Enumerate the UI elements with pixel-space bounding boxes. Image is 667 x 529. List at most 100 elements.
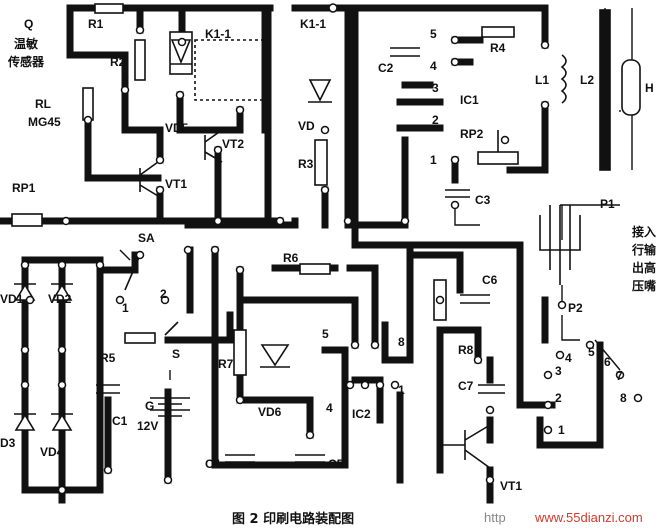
label-k1-1-relay: K1-1 bbox=[205, 27, 231, 41]
label-vd6: VD6 bbox=[258, 405, 282, 419]
label-g: G bbox=[145, 399, 154, 413]
label-r2: R2 bbox=[110, 55, 126, 69]
label-vd: VD bbox=[298, 119, 315, 133]
label-r1: R1 bbox=[88, 17, 104, 31]
label-vt2: VT2 bbox=[222, 137, 244, 151]
diode-vd5 bbox=[169, 31, 193, 75]
label-r3: R3 bbox=[298, 157, 314, 171]
label-vd2: VD2 bbox=[48, 292, 72, 306]
label-pin-2-top: 2 bbox=[432, 113, 439, 127]
capacitor-c5 bbox=[295, 454, 325, 463]
resistor-r3 bbox=[314, 139, 328, 186]
switch-s bbox=[164, 321, 179, 336]
label-q: Q bbox=[24, 17, 33, 31]
label-12v: 12V bbox=[137, 419, 158, 433]
label-p2-pin-4: 4 bbox=[565, 351, 572, 365]
resistor-r4 bbox=[481, 26, 515, 38]
resistor-r5 bbox=[124, 332, 156, 344]
label-ic2: IC2 bbox=[352, 407, 371, 421]
resistor-r1 bbox=[94, 3, 124, 14]
component-labels: R1 K1-1 K1-1 Q 温敏 传感器 R2 RL MG45 VD5 VT2… bbox=[0, 17, 657, 493]
label-rp1: RP1 bbox=[12, 181, 36, 195]
label-ic2-pin-5: 5 bbox=[322, 327, 329, 341]
label-h: H bbox=[645, 81, 654, 95]
label-p1: P1 bbox=[600, 197, 615, 211]
label-vd3: D3 bbox=[0, 436, 16, 450]
label-p2-pin-1: 1 bbox=[558, 423, 565, 437]
diode-vd4 bbox=[51, 413, 73, 431]
inductor-l1 bbox=[560, 54, 567, 104]
label-p2-pin-5: 5 bbox=[588, 345, 595, 359]
diode-vd6 bbox=[260, 344, 290, 368]
label-c3: C3 bbox=[475, 193, 491, 207]
label-c6: C6 bbox=[482, 273, 498, 287]
label-rl: RL bbox=[35, 97, 51, 111]
label-switch-1: 1 bbox=[122, 301, 129, 315]
inductor-l2 bbox=[599, 9, 611, 171]
label-l1: L1 bbox=[535, 73, 549, 87]
switch-sa bbox=[124, 254, 141, 291]
label-temp-sensor-2: 传感器 bbox=[7, 54, 45, 69]
label-vt1-bottom: VT1 bbox=[500, 479, 522, 493]
label-p2-pin-2: 2 bbox=[555, 391, 562, 405]
label-p2-pin-6: 6 bbox=[604, 355, 611, 369]
resistor-r2 bbox=[134, 39, 146, 81]
capacitor-c6 bbox=[460, 294, 490, 304]
led-vd bbox=[308, 79, 332, 103]
label-r5: R5 bbox=[100, 351, 116, 365]
connector-p1 bbox=[539, 205, 581, 285]
components bbox=[11, 3, 641, 469]
transistor-vt1-top bbox=[139, 161, 159, 197]
label-r7: R7 bbox=[218, 357, 234, 371]
label-ic2-pin-4: 4 bbox=[326, 401, 333, 415]
label-r8: R8 bbox=[458, 343, 474, 357]
relay-k1 bbox=[194, 39, 266, 101]
label-r4: R4 bbox=[490, 41, 506, 55]
label-r6: R6 bbox=[283, 251, 299, 265]
label-input-1: 接入 bbox=[632, 224, 656, 239]
label-rp2: RP2 bbox=[460, 127, 484, 141]
watermark-prefix: http bbox=[484, 510, 506, 525]
label-vt1-top: VT1 bbox=[165, 177, 187, 191]
label-sa: SA bbox=[138, 231, 155, 245]
label-input-3: 出高 bbox=[632, 260, 656, 275]
label-c7: C7 bbox=[458, 379, 474, 393]
label-c1: C1 bbox=[112, 414, 128, 428]
potentiometer-rp1 bbox=[11, 213, 43, 227]
label-c5: C5 bbox=[328, 457, 344, 471]
label-p2-pin-8: 8 bbox=[620, 391, 627, 405]
lamp-h bbox=[621, 59, 641, 116]
diode-vd2 bbox=[51, 283, 73, 301]
label-vd4: VD4 bbox=[40, 445, 64, 459]
label-pin-5-top: 5 bbox=[430, 27, 437, 41]
potentiometer-rp2 bbox=[477, 151, 519, 165]
label-vd5: VD5 bbox=[165, 121, 189, 135]
transistor-vt1-bottom bbox=[440, 424, 491, 469]
label-p2-pin-3: 3 bbox=[555, 364, 562, 378]
label-c4: C4 bbox=[205, 457, 221, 471]
resistor-r7 bbox=[233, 329, 247, 376]
label-mg45: MG45 bbox=[28, 115, 61, 129]
label-l2: L2 bbox=[580, 73, 594, 87]
label-s: S bbox=[172, 347, 180, 361]
label-ic1: IC1 bbox=[460, 93, 479, 107]
photoresistor-rl bbox=[82, 87, 94, 121]
transistor-vt2 bbox=[204, 129, 223, 163]
label-pin-4-top: 4 bbox=[430, 59, 437, 73]
label-vd1: VD1 bbox=[0, 292, 24, 306]
diode-vd3 bbox=[14, 413, 36, 431]
label-p2-pin-7: 7 bbox=[616, 369, 623, 383]
figure-caption: 图 2 印刷电路装配图 bbox=[232, 511, 354, 527]
label-pin-1-top: 1 bbox=[430, 153, 437, 167]
battery-g bbox=[150, 397, 190, 417]
label-input-2: 行输 bbox=[631, 242, 657, 257]
capacitor-c7 bbox=[478, 384, 505, 394]
label-p2: P2 bbox=[568, 301, 583, 315]
solder-pads bbox=[20, 25, 643, 495]
capacitor-c4 bbox=[225, 454, 255, 463]
label-switch-2: 2 bbox=[160, 287, 167, 301]
capacitor-c1 bbox=[96, 384, 120, 394]
label-c2: C2 bbox=[378, 61, 394, 75]
label-ic2-pin-8: 8 bbox=[398, 335, 405, 349]
